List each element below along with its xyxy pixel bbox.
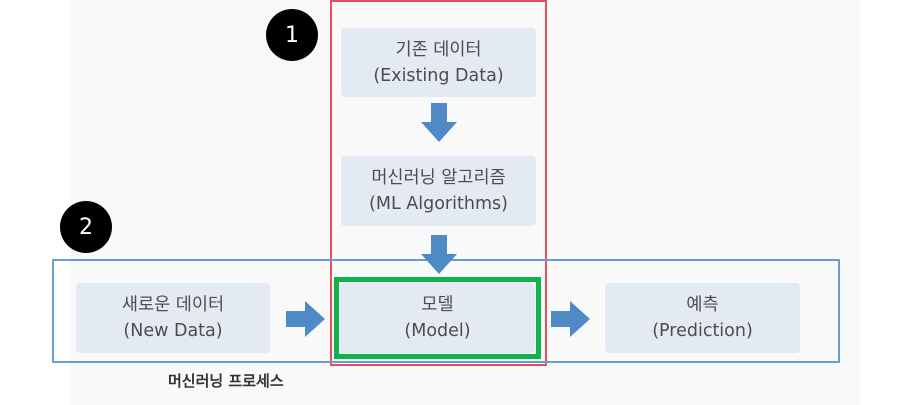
model-highlight-frame — [334, 277, 541, 359]
process-caption: 머신러닝 프로세스 — [168, 372, 284, 390]
model-label-ko: 모델 — [421, 295, 454, 315]
prediction-label-en: (Prediction) — [652, 321, 753, 341]
new-data-label-en: (New Data) — [123, 321, 223, 341]
prediction-box: 예측 (Prediction) — [605, 283, 800, 353]
ml-algorithms-label-ko: 머신러닝 알고리즘 — [371, 168, 506, 188]
arrow-down-icon — [421, 103, 457, 142]
ml-algorithms-box: 머신러닝 알고리즘 (ML Algorithms) — [341, 156, 536, 226]
existing-data-box: 기존 데이터 (Existing Data) — [341, 28, 536, 97]
arrow-down-icon — [421, 235, 457, 274]
ml-algorithms-label-en: (ML Algorithms) — [369, 194, 508, 214]
existing-data-label-en: (Existing Data) — [373, 65, 504, 86]
arrow-right-icon — [551, 301, 590, 337]
step-badge-2: 2 — [60, 201, 112, 253]
training-section-frame — [330, 0, 547, 366]
prediction-label-ko: 예측 — [686, 295, 719, 315]
model-box: 모델 (Model) — [340, 283, 535, 353]
existing-data-label-ko: 기존 데이터 — [395, 39, 482, 60]
arrow-right-icon — [286, 301, 325, 337]
new-data-label-ko: 새로운 데이터 — [121, 295, 225, 315]
model-label-en: (Model) — [404, 321, 471, 341]
new-data-box: 새로운 데이터 (New Data) — [76, 283, 270, 353]
step-badge-1: 1 — [266, 9, 318, 61]
